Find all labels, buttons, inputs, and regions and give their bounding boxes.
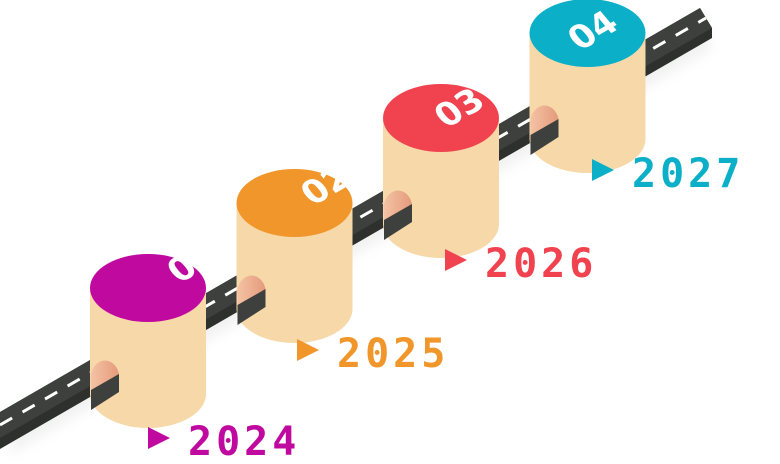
cylinder-body — [383, 118, 499, 258]
milestone-year: 2027 — [632, 151, 744, 197]
milestone-label-1: 2024 — [148, 419, 300, 464]
cylinder-body — [236, 203, 353, 343]
milestone-year: 2024 — [188, 419, 300, 464]
milestone-year: 2025 — [337, 331, 449, 377]
road-tunnel-segment — [91, 374, 119, 410]
play-arrow-icon — [592, 159, 614, 181]
milestone-cylinder-3: 03 — [383, 81, 499, 258]
milestone-cylinder-2: 02 — [236, 159, 360, 343]
cylinder-top — [383, 84, 499, 152]
milestone-label-3: 2026 — [445, 241, 597, 287]
cylinder-top — [90, 254, 206, 322]
play-arrow-icon — [297, 339, 319, 361]
road-tunnel-segment — [237, 289, 266, 325]
road-tunnel-segment — [530, 119, 559, 155]
milestone-label-2: 2025 — [297, 331, 449, 377]
milestone-year: 2026 — [485, 241, 597, 287]
play-arrow-icon — [445, 249, 467, 271]
cylinder-body — [90, 288, 206, 428]
milestone-label-4: 2027 — [592, 151, 744, 197]
cylinder-top — [236, 169, 353, 237]
milestone-cylinder-4: 04 — [529, 0, 646, 173]
cylinder-body — [529, 33, 646, 173]
milestone-cylinder-1: 01 — [90, 236, 226, 428]
road-tunnel-segment — [384, 204, 412, 240]
play-arrow-icon — [148, 427, 170, 449]
cylinder-top — [529, 0, 646, 67]
